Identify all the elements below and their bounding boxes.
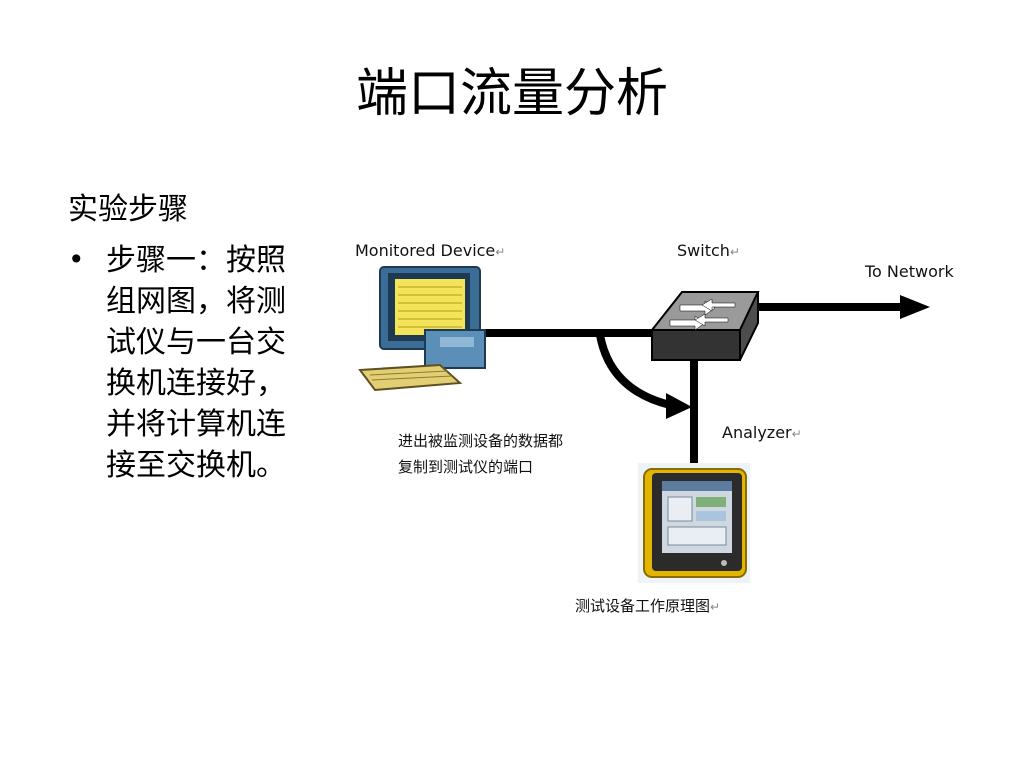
switch-label: Switch↵ — [677, 241, 740, 260]
bullet-marker: • — [68, 243, 85, 276]
mirror-arrow-head — [666, 393, 692, 419]
slide-title: 端口流量分析 — [355, 64, 668, 124]
analyzer-device-icon — [638, 463, 750, 583]
diagram-caption: 测试设备工作原理图↵ — [575, 597, 721, 615]
section-heading: 实验步骤 — [68, 192, 188, 227]
bullet-text: 步骤一：按照 组网图，将测 试仪与一台交 换机连接好， 并将计算机连 接至交换机… — [106, 243, 286, 483]
monitored-device-label: Monitored Device↵ — [355, 241, 506, 260]
to-network-label: To Network — [865, 262, 954, 281]
computer-icon — [358, 266, 486, 392]
diagram-lines — [358, 266, 930, 583]
mirror-arrow — [596, 334, 672, 409]
mirror-note: 进出被监测设备的数据都 复制到测试仪的端口 — [398, 432, 564, 476]
analyzer-label: Analyzer↵ — [722, 423, 802, 442]
arrow-right-icon — [900, 295, 930, 319]
switch-icon — [649, 291, 760, 361]
network-diagram: Monitored Device↵ Switch↵ To Network Ana… — [340, 225, 980, 635]
